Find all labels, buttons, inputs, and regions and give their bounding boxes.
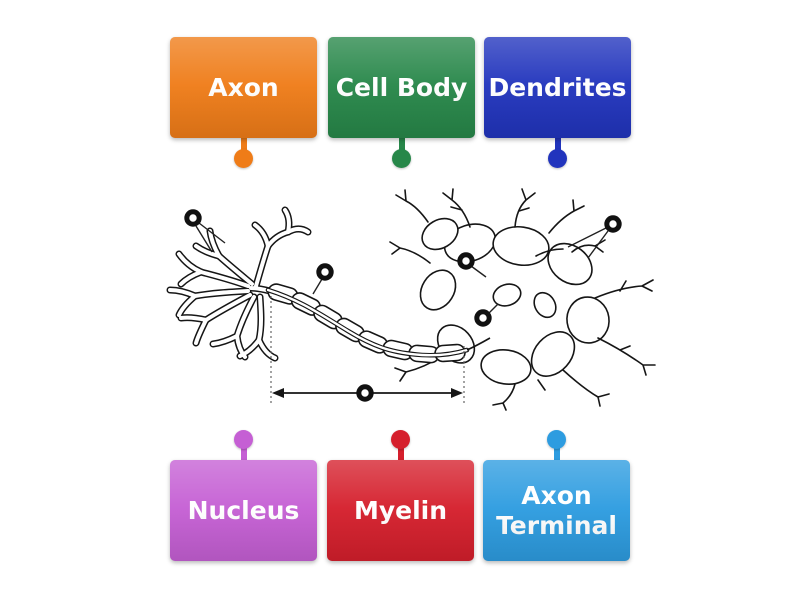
drop-target-myelin[interactable] — [316, 263, 334, 281]
pin-knob — [234, 430, 253, 449]
label-card-myelin[interactable]: Myelin — [327, 460, 474, 561]
pin-knob — [234, 149, 253, 168]
label-card-axon-terminal[interactable]: Axon Terminal — [483, 460, 630, 561]
drop-target-nucleus[interactable] — [474, 309, 492, 327]
label-card-dendrites[interactable]: Dendrites — [484, 37, 631, 138]
draggable-label-cell-body: Cell Body — [328, 37, 475, 168]
pin-stem — [397, 447, 404, 461]
label-card-axon[interactable]: Axon — [170, 37, 317, 138]
draggable-label-axon: Axon — [170, 37, 317, 168]
drop-target-cell-body[interactable] — [457, 252, 475, 270]
axon-entry-line — [466, 337, 491, 351]
pin-stem — [553, 447, 560, 461]
draggable-label-nucleus: Nucleus — [170, 430, 317, 561]
pin-knob — [547, 430, 566, 449]
pin-stem — [240, 137, 247, 151]
draggable-label-axon-terminal: Axon Terminal — [483, 430, 630, 561]
drop-target-axon-terminal[interactable] — [184, 209, 202, 227]
pin-stem — [554, 137, 561, 151]
nucleus — [492, 283, 522, 307]
draggable-label-dendrites: Dendrites — [484, 37, 631, 168]
label-card-cell-body[interactable]: Cell Body — [328, 37, 475, 138]
pin-stem — [398, 137, 405, 151]
pin-knob — [392, 149, 411, 168]
leader-lines — [195, 222, 609, 314]
pin-knob — [548, 149, 567, 168]
drop-target-axon[interactable] — [356, 384, 374, 402]
label-card-nucleus[interactable]: Nucleus — [170, 460, 317, 561]
pin-stem — [240, 447, 247, 461]
cell-body — [419, 217, 610, 385]
pin-knob — [391, 430, 410, 449]
drop-target-dendrites[interactable] — [604, 215, 622, 233]
draggable-label-myelin: Myelin — [327, 430, 474, 561]
